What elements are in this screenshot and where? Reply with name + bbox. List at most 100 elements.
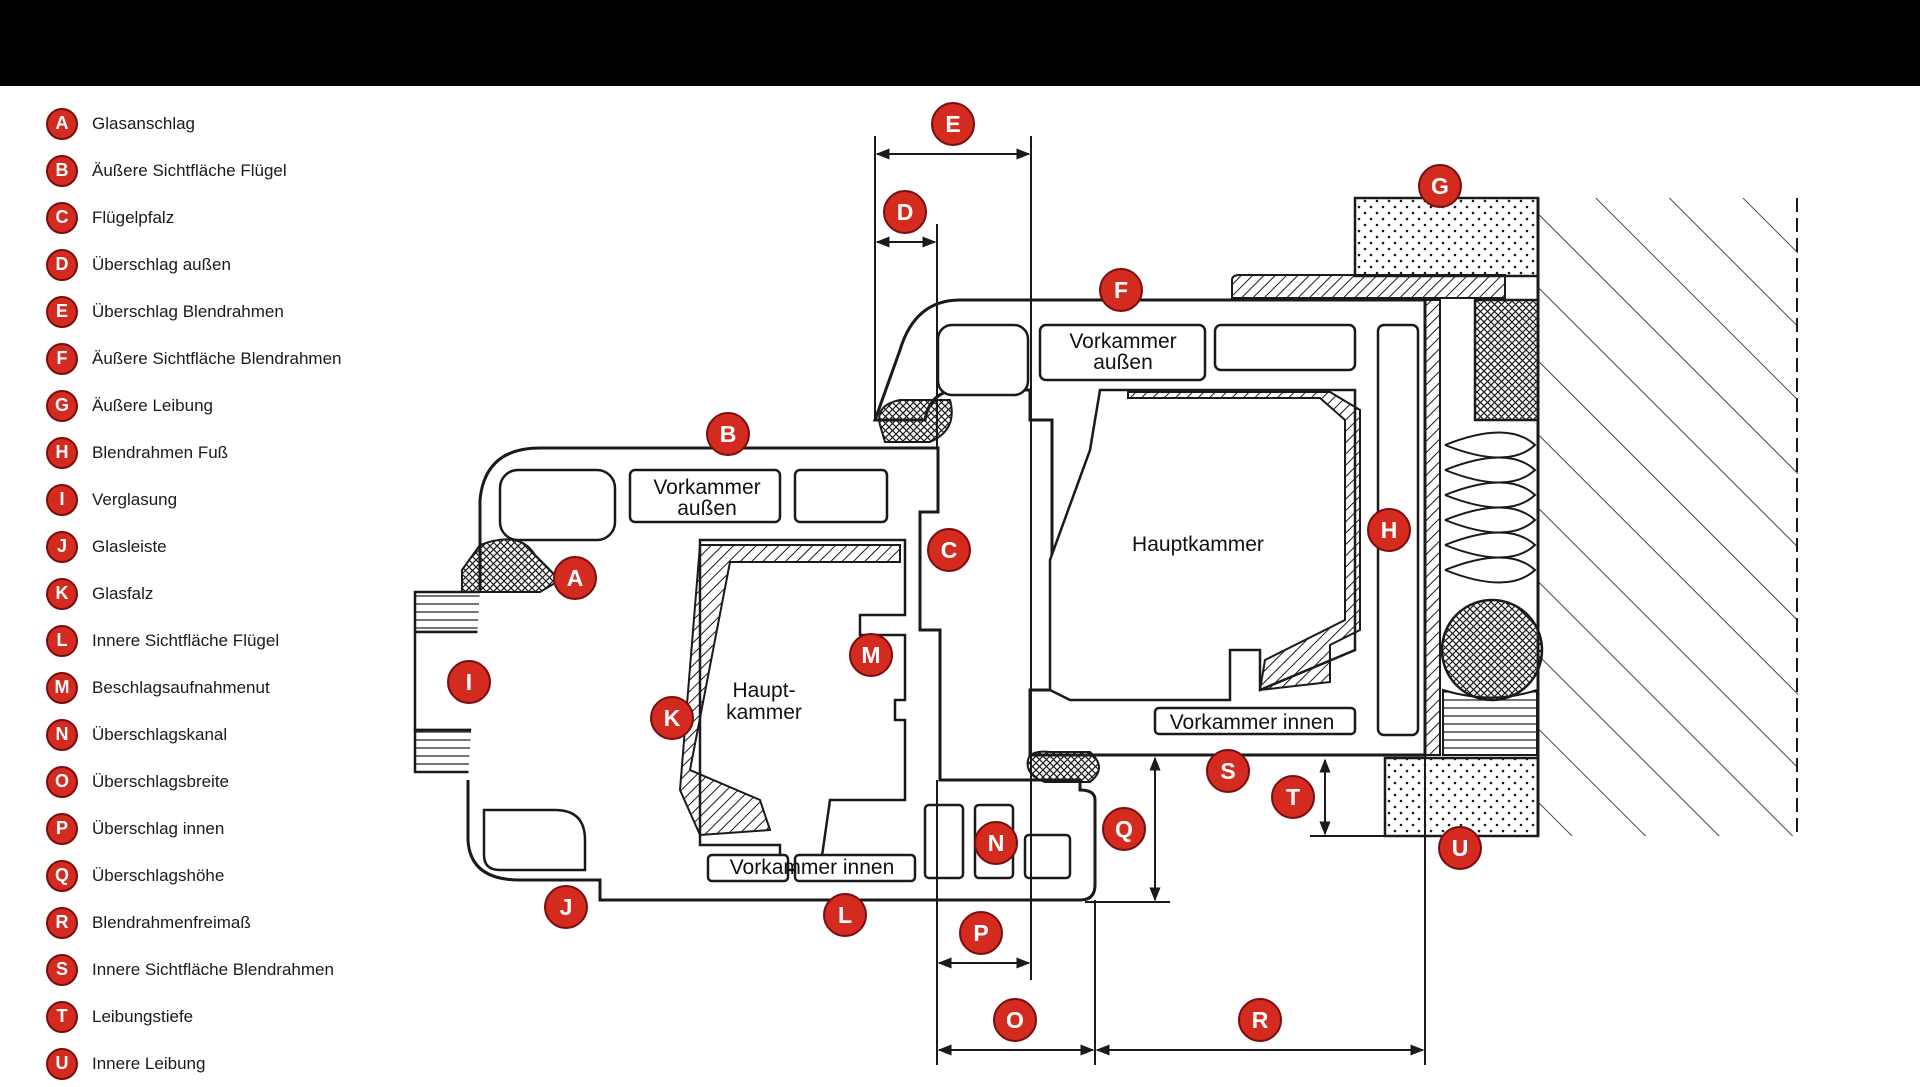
svg-text:B: B	[720, 421, 737, 447]
window-profile-diagram: Vorkammer außen Vorkammer außen Haupt- k…	[413, 102, 1798, 1065]
overlap-channel-chamber-1	[923, 803, 965, 880]
legend-label: Überschlag außen	[92, 254, 231, 274]
sash-profile	[461, 446, 1097, 902]
legend-label: Beschlagsaufnahmenut	[92, 677, 270, 697]
legend-badge: S	[46, 953, 78, 986]
marker-k: K	[650, 696, 694, 740]
sash-main-chamber-label-2: kammer	[726, 701, 802, 724]
marker-d: D	[883, 190, 927, 234]
legend-label: Glasanschlag	[92, 113, 196, 133]
legend-label: Überschlag innen	[92, 818, 225, 838]
legend-badge: M	[46, 671, 78, 704]
svg-text:O: O	[1006, 1007, 1024, 1033]
legend-label: Glasleiste	[92, 536, 167, 556]
glazing-bead	[482, 808, 587, 872]
sash-outer-prechamber	[628, 468, 782, 524]
legend-item-l: L Innere Sichtfläche Flügel	[46, 617, 386, 664]
legend-badge: L	[46, 624, 78, 657]
svg-text:J: J	[560, 894, 573, 920]
sash-main-chamber	[698, 538, 907, 872]
legend-badge: J	[46, 530, 78, 563]
marker-n: N	[974, 821, 1018, 865]
legend-item-c: C Flügelpfalz	[46, 194, 386, 241]
svg-text:M: M	[861, 642, 880, 668]
legend-item-n: N Überschlagskanal	[46, 711, 386, 758]
legend-label: Überschlagskanal	[92, 724, 228, 744]
legend-label: Glasfalz	[92, 583, 154, 603]
marker-l: L	[823, 893, 867, 937]
legend-badge: C	[46, 201, 78, 234]
inner-reveal-plaster	[1383, 756, 1540, 838]
frame-outer-prechamber	[1038, 323, 1207, 382]
backer-rod	[1440, 598, 1544, 702]
svg-text:F: F	[1114, 277, 1128, 303]
legend-label: Äußere Sichtfläche Flügel	[92, 160, 287, 180]
frame-outer-prechamber-label-1: Vorkammer	[1069, 330, 1176, 353]
marker-g: G	[1418, 164, 1462, 208]
joint-sealant	[1442, 688, 1538, 756]
legend-badge: K	[46, 577, 78, 610]
legend-badge: N	[46, 718, 78, 751]
legend-label: Innere Sichtfläche Blendrahmen	[92, 959, 334, 979]
sash-inner-prechamber-right	[793, 853, 917, 883]
top-bar	[0, 0, 1920, 86]
sash-inner-prechamber-label: Vorkammer innen	[730, 856, 895, 879]
frame-reinforcement	[1127, 391, 1361, 692]
marker-s: S	[1206, 749, 1250, 793]
outer-reveal-plaster	[1353, 196, 1540, 278]
sash-glazing-gasket	[461, 538, 562, 593]
legend-label: Verglasung	[92, 489, 178, 509]
wall	[1353, 196, 1798, 838]
legend-label: Blendrahmen Fuß	[92, 442, 229, 462]
legend-label: Überschlag Blendrahmen	[92, 301, 284, 321]
svg-text:D: D	[897, 199, 914, 225]
svg-text:G: G	[1431, 173, 1449, 199]
marker-i: I	[447, 660, 491, 704]
svg-text:N: N	[988, 830, 1005, 856]
overlap-channel-chamber-3	[1023, 833, 1072, 880]
legend-badge: A	[46, 107, 78, 140]
legend-badge: Q	[46, 859, 78, 892]
legend-label: Überschlagshöhe	[92, 865, 225, 885]
legend-item-q: Q Überschlagshöhe	[46, 852, 386, 899]
legend-label: Blendrahmenfreimaß	[92, 912, 251, 932]
marker-b: B	[706, 412, 750, 456]
frame-main-chamber-label: Hauptkammer	[1132, 533, 1264, 556]
frame-outer-side-chamber	[1213, 323, 1357, 372]
sash-outer-prechamber-label-2: außen	[677, 497, 737, 520]
legend-item-s: S Innere Sichtfläche Blendrahmen	[46, 946, 386, 993]
legend-item-j: J Glasleiste	[46, 523, 386, 570]
svg-text:S: S	[1220, 758, 1235, 784]
legend-badge: U	[46, 1047, 78, 1080]
wall-connection	[1440, 298, 1544, 756]
svg-text:Q: Q	[1115, 816, 1133, 842]
legend-label: Innere Leibung	[92, 1053, 206, 1073]
legend-badge: R	[46, 906, 78, 939]
callout-markers: A B C D E F G H I J K L M N O P Q R S T …	[447, 102, 1482, 1042]
legend-label: Äußere Leibung	[92, 395, 213, 415]
sash-outer-side-chamber	[793, 468, 889, 524]
legend-badge: E	[46, 295, 78, 328]
frame-foot-strip	[1424, 299, 1441, 756]
outer-cover-profile	[1231, 274, 1506, 299]
marker-e: E	[931, 102, 975, 146]
sash-outer-prechamber-label-1: Vorkammer	[653, 476, 760, 499]
svg-text:U: U	[1452, 835, 1469, 861]
legend-label: Innere Sichtfläche Flügel	[92, 630, 280, 650]
frame-top-left-chamber	[936, 323, 1030, 397]
legend-label: Flügelpfalz	[92, 207, 175, 227]
wall-hatch	[1538, 198, 1798, 836]
marker-f: F	[1099, 268, 1143, 312]
marker-r: R	[1238, 998, 1282, 1042]
legend-label: Äußere Sichtfläche Blendrahmen	[92, 348, 342, 368]
legend-item-r: R Blendrahmenfreimaß	[46, 899, 386, 946]
marker-u: U	[1438, 826, 1482, 870]
sash-top-left-chamber	[498, 468, 617, 542]
legend-badge: T	[46, 1000, 78, 1033]
marker-a: A	[553, 556, 597, 600]
